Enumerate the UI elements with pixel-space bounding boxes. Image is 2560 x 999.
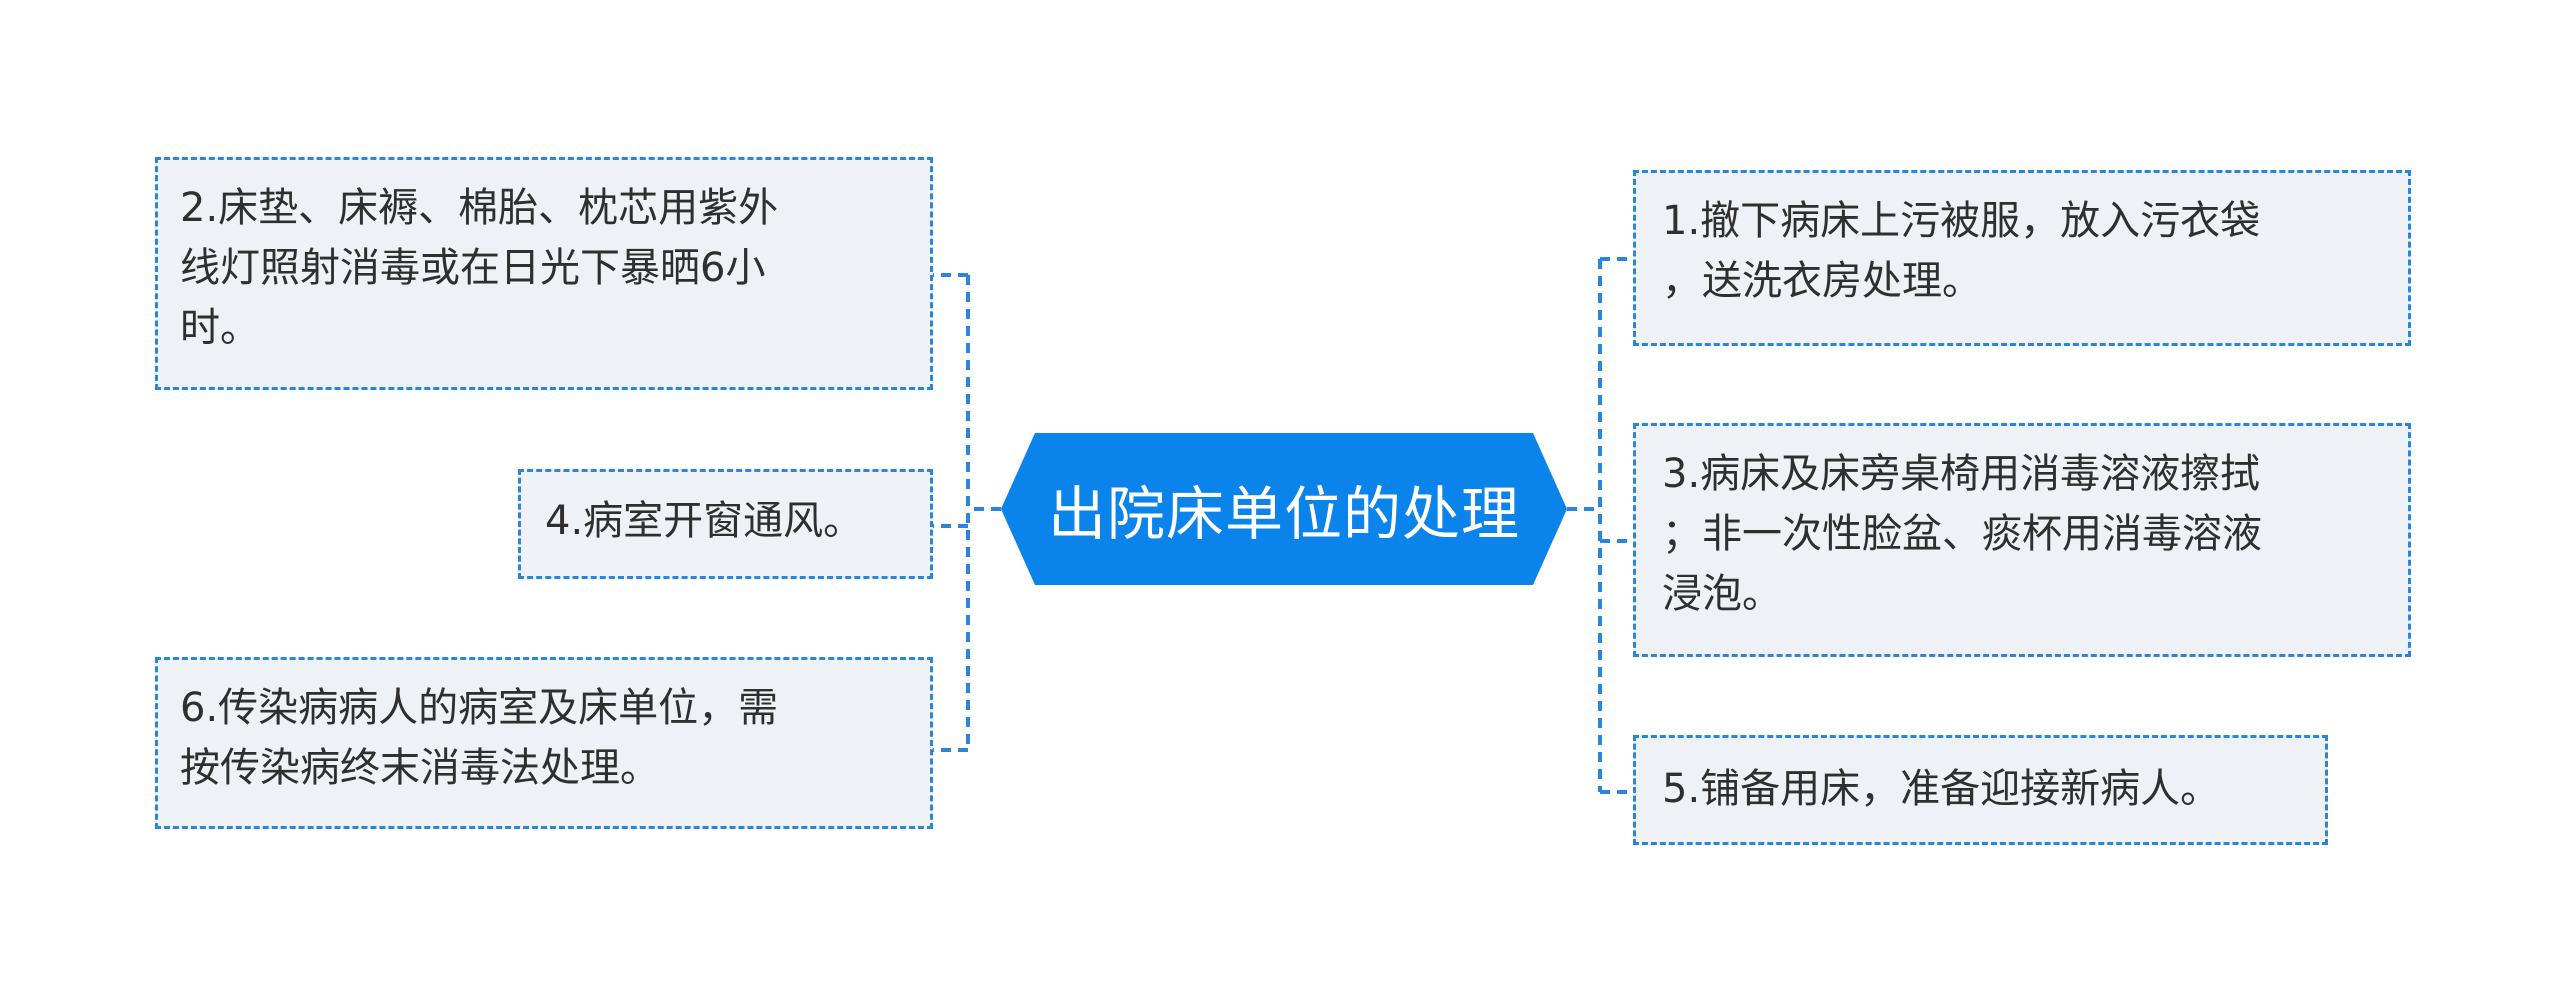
topic-node-1[interactable]: 1.撤下病床上污被服，放入污衣袋 ，送洗衣房处理。 <box>1633 170 2411 346</box>
topic-node-2-text: 2.床垫、床褥、棉胎、枕芯用紫外 线灯照射消毒或在日光下暴晒6小 时。 <box>180 185 779 351</box>
root-node[interactable]: 出院床单位的处理 <box>1001 433 1567 585</box>
topic-node-5[interactable]: 5.铺备用床，准备迎接新病人。 <box>1633 735 2328 845</box>
root-node-title: 出院床单位的处理 <box>1047 480 1520 548</box>
root-node-shape <box>1001 433 1567 585</box>
topic-node-4[interactable]: 4.病室开窗通风。 <box>518 469 933 579</box>
topic-node-1-text: 1.撤下病床上污被服，放入污衣袋 ，送洗衣房处理。 <box>1662 198 2261 304</box>
topic-node-6-text: 6.传染病病人的病室及床单位，需 按传染病终末消毒法处理。 <box>180 685 779 791</box>
topic-node-3-text: 3.病床及床旁桌椅用消毒溶液擦拭 ；非一次性脸盆、痰杯用消毒溶液 浸泡。 <box>1662 451 2262 617</box>
topic-node-5-text: 5.铺备用床，准备迎接新病人。 <box>1662 766 2221 812</box>
topic-node-4-text: 4.病室开窗通风。 <box>545 498 864 544</box>
topic-node-3[interactable]: 3.病床及床旁桌椅用消毒溶液擦拭 ；非一次性脸盆、痰杯用消毒溶液 浸泡。 <box>1633 423 2411 657</box>
topic-node-6[interactable]: 6.传染病病人的病室及床单位，需 按传染病终末消毒法处理。 <box>155 657 933 829</box>
topic-node-2[interactable]: 2.床垫、床褥、棉胎、枕芯用紫外 线灯照射消毒或在日光下暴晒6小 时。 <box>155 157 933 390</box>
